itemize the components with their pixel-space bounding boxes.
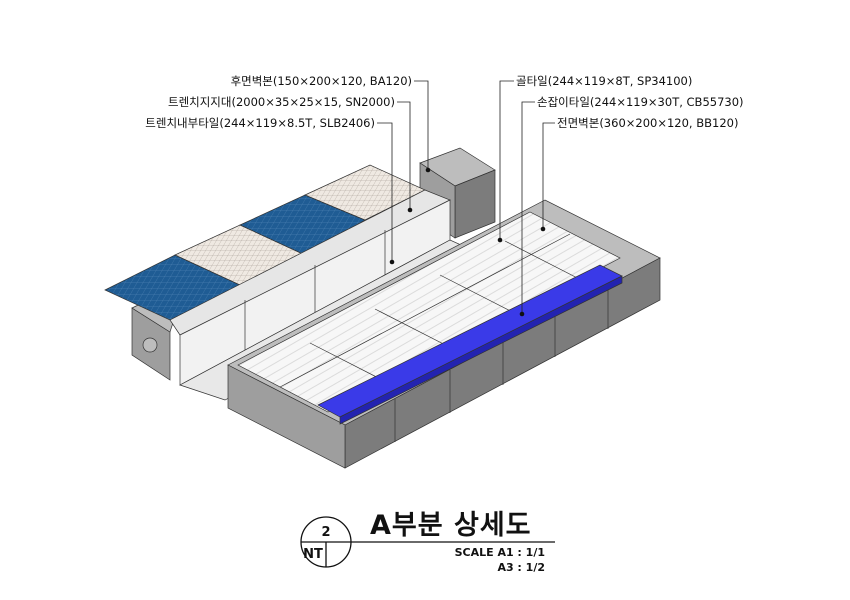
trench-top-tiles	[104, 164, 451, 336]
callouts: 후면벽본(150×200×120, BA120) 트렌치지지대(2000×35×…	[145, 74, 744, 317]
label-rear-block: 후면벽본(150×200×120, BA120)	[231, 74, 412, 88]
drawing-title: A부분 상세도	[370, 510, 532, 541]
bubble-number: 2	[321, 525, 330, 540]
label-trench-inner-tile: 트렌치내부타일(244×119×8.5T, SLB2406)	[145, 116, 375, 130]
scale-a3: A3 : 1/2	[497, 561, 545, 574]
label-trench-support: 트렌치지지대(2000×35×25×15, SN2000)	[168, 95, 395, 109]
title-block: 2 NT A부분 상세도 SCALE A1 : 1/1 A3 : 1/2	[300, 510, 555, 574]
label-handle-tile: 손잡이타일(244×119×30T, CB55730)	[537, 95, 744, 109]
bubble-code: NT	[303, 547, 323, 562]
scale-a1: SCALE A1 : 1/1	[455, 546, 545, 559]
label-groove-tile: 골타일(244×119×8T, SP34100)	[516, 74, 692, 88]
label-front-block: 전면벽본(360×200×120, BB120)	[557, 116, 738, 130]
handle-tile-strip	[317, 264, 623, 425]
